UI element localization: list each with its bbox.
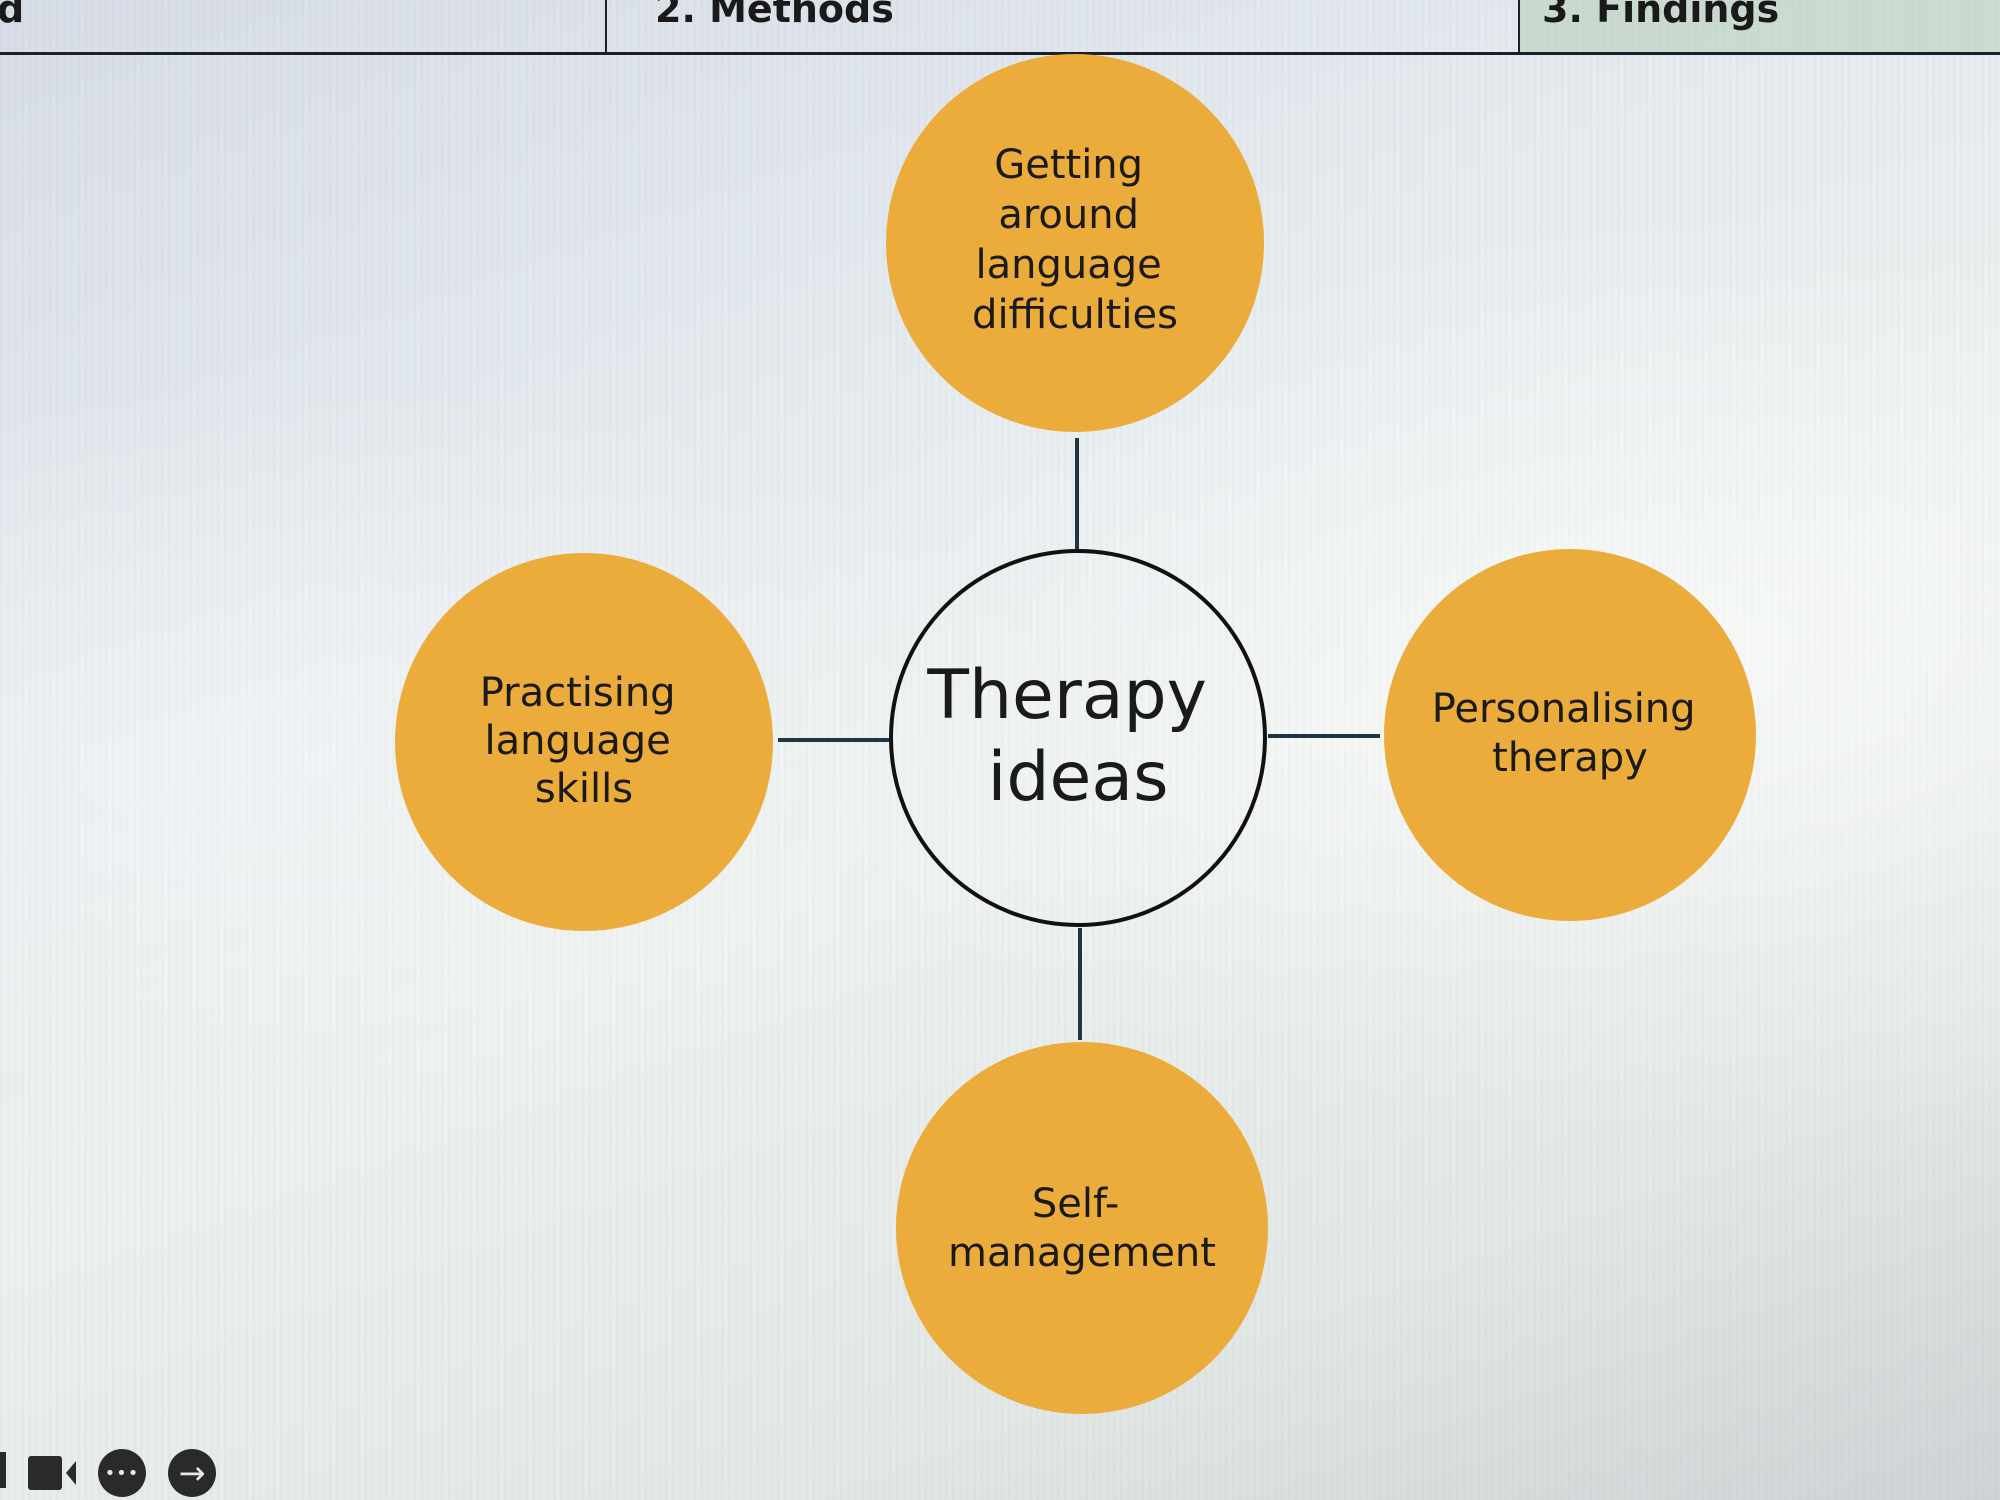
node-label-line: Practising (480, 670, 676, 716)
presentation-toolbar: ••• → (0, 1448, 216, 1498)
node-label-line: therapy (1492, 735, 1648, 781)
center-label-line: ideas (988, 738, 1169, 817)
node-top[interactable]: Getting around language difficulties (886, 54, 1264, 432)
node-right[interactable]: Personalising therapy (1384, 549, 1756, 921)
tab-methods[interactable]: 2. Methods (607, 0, 1520, 52)
next-arrow-icon[interactable]: → (168, 1449, 216, 1497)
node-label-line: skills (535, 766, 633, 812)
connectors (778, 438, 1380, 1040)
node-label-line: Personalising (1432, 686, 1696, 732)
node-right-circle (1384, 549, 1756, 921)
video-camera-icon[interactable] (28, 1453, 76, 1493)
node-label-line: around (998, 192, 1139, 238)
node-label-line: language (976, 242, 1162, 288)
center-node (889, 549, 1267, 927)
more-glyph: ••• (104, 1462, 140, 1484)
node-label-line: Getting (994, 142, 1143, 188)
tab-findings[interactable]: 3. Findings (1520, 0, 2000, 52)
node-top-label: Getting around language difficulties (972, 142, 1178, 338)
node-label-line: Self- (1032, 1181, 1119, 1227)
node-top-circle (886, 54, 1264, 432)
tab-background[interactable]: nd (0, 0, 607, 52)
center-label-line: Therapy (926, 656, 1207, 735)
next-glyph: → (178, 1454, 206, 1492)
node-bottom-circle (896, 1042, 1268, 1414)
node-left-label: Practising language skills (480, 670, 689, 812)
node-bottom-label: Self- management (948, 1181, 1216, 1276)
tab-label: 2. Methods (655, 0, 894, 31)
node-right-label: Personalising therapy (1432, 686, 1709, 781)
center-label: Therapy ideas (926, 656, 1228, 817)
node-label-line: difficulties (972, 292, 1178, 338)
node-bottom[interactable]: Self- management (896, 1042, 1268, 1414)
node-left[interactable]: Practising language skills (395, 553, 773, 931)
tab-label: nd (0, 0, 605, 28)
toolbar-edge-icon (0, 1452, 6, 1488)
more-options-icon[interactable]: ••• (98, 1449, 146, 1497)
node-label-line: management (948, 1230, 1216, 1276)
section-tab-bar: nd 2. Methods 3. Findings (0, 0, 2000, 55)
node-label-line: language (485, 718, 671, 764)
tab-label: 3. Findings (1542, 0, 1780, 31)
node-left-circle (395, 553, 773, 931)
